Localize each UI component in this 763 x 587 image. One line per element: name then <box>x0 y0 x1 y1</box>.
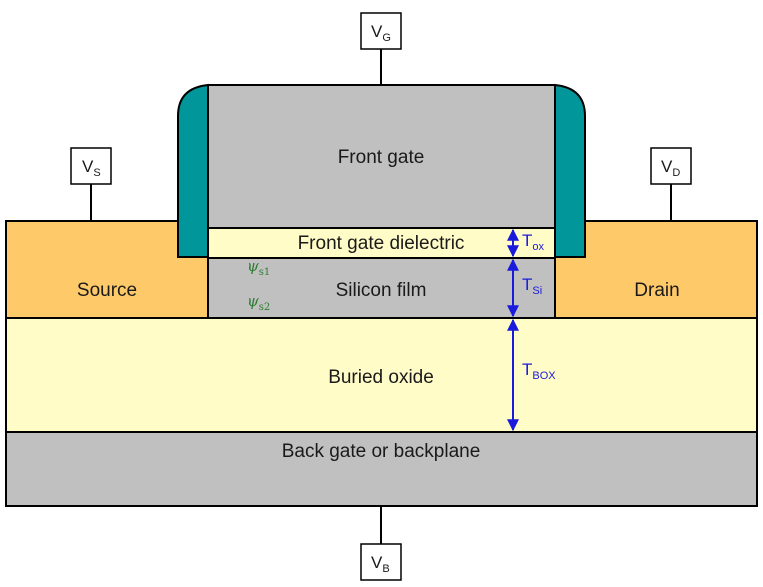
svg-text:VG: VG <box>371 22 391 44</box>
tbox-label: TBOX <box>522 360 556 382</box>
back-gate-region <box>5 431 758 507</box>
svg-text:VS: VS <box>82 157 101 179</box>
tsi-label: TSi <box>522 275 542 297</box>
right-spacer <box>554 83 586 258</box>
drain-label: Drain <box>634 280 679 301</box>
tox-label: Tox <box>522 231 545 253</box>
psi-s2-label: ψs2 <box>247 292 270 313</box>
svg-text:VD: VD <box>661 157 680 179</box>
drain-terminal: VD <box>650 147 692 185</box>
source-label: Source <box>77 280 137 301</box>
front-gate-label: Front gate <box>338 147 425 168</box>
svg-text:VB: VB <box>371 553 390 575</box>
front-gate-region <box>207 84 556 229</box>
left-spacer <box>177 83 209 258</box>
back-terminal: VB <box>360 543 402 581</box>
silicon-film-region <box>207 257 556 319</box>
gate-terminal: VG <box>360 12 402 50</box>
front-gate-dielectric-region <box>207 227 556 259</box>
buried-oxide-region <box>5 317 758 433</box>
source-region <box>5 220 209 319</box>
source-terminal: VS <box>70 147 112 185</box>
front-gate-dielectric-label: Front gate dielectric <box>298 233 465 254</box>
buried-oxide-label: Buried oxide <box>328 367 434 388</box>
psi-s1-label: ψs1 <box>247 257 270 278</box>
back-gate-label: Back gate or backplane <box>282 441 481 462</box>
silicon-film-label: Silicon film <box>336 280 427 301</box>
